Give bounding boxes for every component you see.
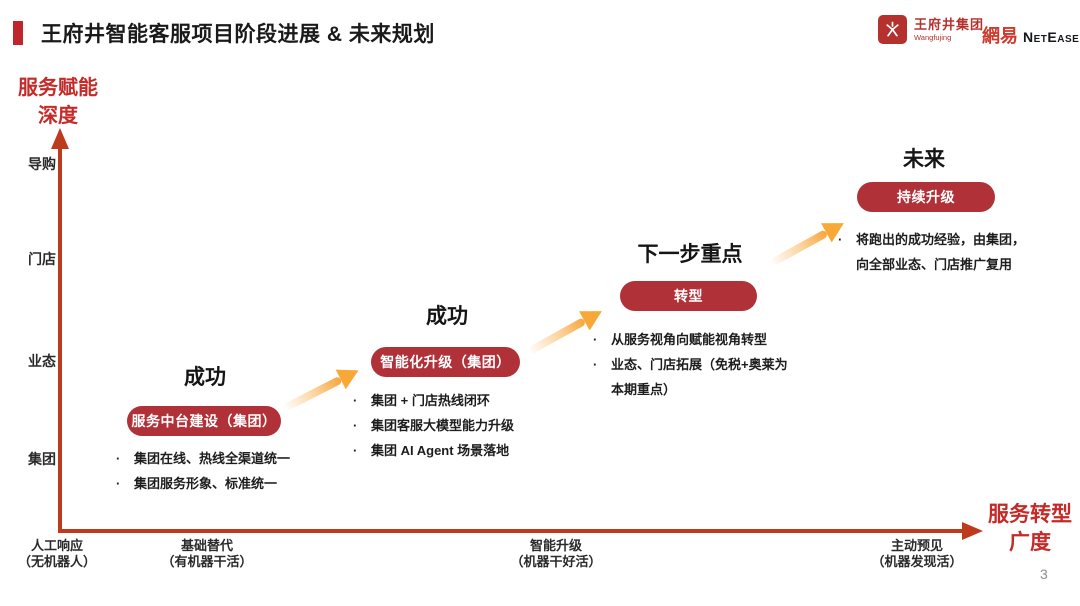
list-item: · 集团 + 门店热线闭环	[353, 388, 568, 413]
page-number: 3	[1040, 566, 1048, 582]
stage4-heading: 未来	[903, 148, 945, 171]
list-item: · 集团客服大模型能力升级	[353, 413, 568, 438]
x-tick-basic-replacement: 基础替代 （有机器干活）	[161, 538, 253, 569]
wangfujing-logo-text: 王府井集团	[914, 16, 985, 32]
y-axis-title: 服务赋能 深度	[8, 74, 108, 130]
list-item: · 业态、门店拓展（免税+奥莱为本期重点）	[593, 352, 793, 402]
x-axis-title-line2: 广度	[1009, 531, 1051, 554]
stage3-pill[interactable]: 转型	[620, 281, 757, 311]
bullet-dot-icon: ·	[353, 418, 358, 433]
bullet-dot-icon: ·	[353, 443, 358, 458]
bullet-dot-icon: ·	[593, 357, 598, 372]
bullet-dot-icon: ·	[116, 476, 121, 491]
x-axis-title: 服务转型 广度	[982, 501, 1078, 557]
list-item: · 集团服务形象、标准统一	[116, 471, 316, 496]
x-tick-proactive-foresight: 主动预见 （机器发现活）	[871, 538, 963, 569]
y-axis-title-line2: 深度	[38, 105, 78, 127]
netease-logo-cn: 網易	[982, 26, 1018, 46]
stage3-heading: 下一步重点	[637, 243, 743, 266]
y-tick-mendian: 门店	[28, 251, 56, 267]
bullet-dot-icon: ·	[838, 232, 843, 247]
y-axis-title-line1: 服务赋能	[18, 77, 98, 99]
bullet-dot-icon: ·	[593, 332, 598, 347]
list-item: · 集团 AI Agent 场景落地	[353, 438, 568, 463]
netease-logo-en: NetEase	[1023, 29, 1080, 45]
y-tick-jituan: 集团	[28, 451, 56, 467]
stage2-pill[interactable]: 智能化升级（集团）	[371, 347, 520, 377]
netease-logo: 網易 NetEase	[982, 22, 1079, 48]
bullet-dot-icon: ·	[116, 451, 121, 466]
y-tick-daogou: 导购	[28, 156, 56, 172]
stage1-heading: 成功	[184, 366, 226, 389]
list-item: · 从服务视角向赋能视角转型	[593, 327, 793, 352]
wangfujing-logo: 王府井集团 Wangfujing	[878, 15, 984, 44]
stage3-bullets: · 从服务视角向赋能视角转型 · 业态、门店拓展（免税+奥莱为本期重点）	[593, 327, 793, 402]
list-item: · 集团在线、热线全渠道统一	[116, 446, 316, 471]
stage4-bullets: · 将跑出的成功经验，由集团，向全部业态、门店推广复用	[838, 227, 1026, 277]
stage4-pill[interactable]: 持续升级	[857, 182, 995, 212]
list-item: · 将跑出的成功经验，由集团，向全部业态、门店推广复用	[838, 227, 1026, 277]
title-accent-bar	[13, 21, 23, 45]
y-tick-yetai: 业态	[28, 353, 56, 369]
stage1-bullets: · 集团在线、热线全渠道统一 · 集团服务形象、标准统一	[116, 446, 316, 496]
stage2-bullets: · 集团 + 门店热线闭环 · 集团客服大模型能力升级 · 集团 AI Agen…	[353, 388, 568, 463]
stage2-heading: 成功	[426, 305, 468, 328]
x-tick-manual-response: 人工响应 （无机器人）	[17, 538, 96, 569]
x-tick-intelligent-upgrade: 智能升级 （机器干好活）	[510, 538, 602, 569]
page-title: 王府井智能客服项目阶段进展 & 未来规划	[41, 23, 435, 46]
wangfujing-emblem-icon	[878, 15, 907, 44]
wangfujing-logo-subtext: Wangfujing	[914, 32, 952, 42]
x-axis-title-line1: 服务转型	[988, 503, 1072, 526]
stage1-pill[interactable]: 服务中台建设（集团）	[127, 406, 281, 436]
bullet-dot-icon: ·	[353, 393, 358, 408]
